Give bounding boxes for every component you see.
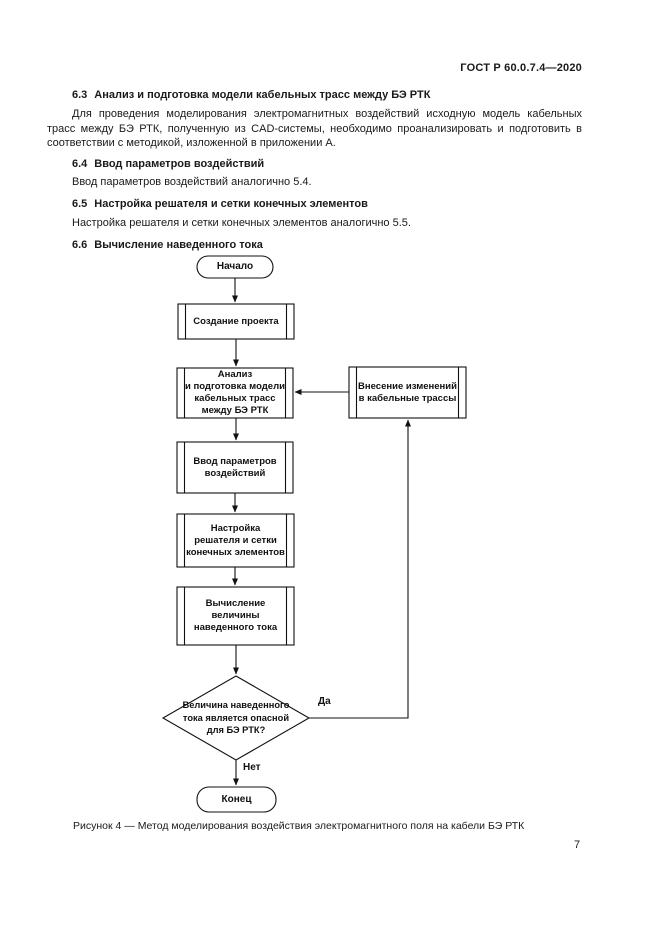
section-number: 6.6 [72,239,88,251]
running-header-doc-code: ГОСТ Р 60.0.7.4—2020 [460,62,582,74]
section-body-6-4: Ввод параметров воздействий аналогично 5… [72,176,312,188]
section-heading-6-3: 6.3 Анализ и подготовка модели кабельных … [47,88,582,102]
branch-no-label: Нет [243,762,261,773]
start-terminator-label: Начало [216,261,254,272]
node-analyze-model-label: Анализ и подготовка модели кабельных тра… [185,369,285,416]
section-number: 6.5 [72,198,88,210]
decision-label: Величина наведенного тока является опасн… [182,700,290,736]
section-heading-6-4: 6.4 Ввод параметров воздействий [47,157,582,171]
figure-caption: Рисунок 4 — Метод моделирования воздейст… [73,820,525,832]
section-title: Вычисление наведенного тока [94,239,263,251]
section-heading-6-5: 6.5 Настройка решателя и сетки конечных э… [47,197,582,211]
node-compute-current-label: Вычисление величины наведенного тока [193,598,278,633]
section-body-6-5: Настройка решателя и сетки конечных элем… [72,217,411,229]
node-solver-setup-label: Настройка решателя и сетки конечных элем… [186,522,285,558]
node-input-params-label: Ввод параметров воздействий [193,455,277,479]
section-title: Ввод параметров воздействий [94,158,265,170]
page-number: 7 [574,839,581,851]
node-create-project-label: Создание проекта [193,315,279,327]
section-body-6-3: Для проведения моделирования электромагн… [47,108,582,149]
section-title: Анализ и подготовка модели кабельных тра… [94,89,431,101]
flow-arrow-yes-feedback [309,419,411,719]
node-apply-changes-label: Внесение изменений в кабельные трассы [358,380,457,404]
branch-yes-label: Да [318,696,331,707]
section-number: 6.4 [72,158,88,170]
section-title: Настройка решателя и сетки конечных элем… [94,198,368,210]
section-heading-6-6: 6.6 Вычисление наведенного тока [47,238,582,252]
section-number: 6.3 [72,89,88,101]
end-terminator-label: Конец [221,793,252,805]
